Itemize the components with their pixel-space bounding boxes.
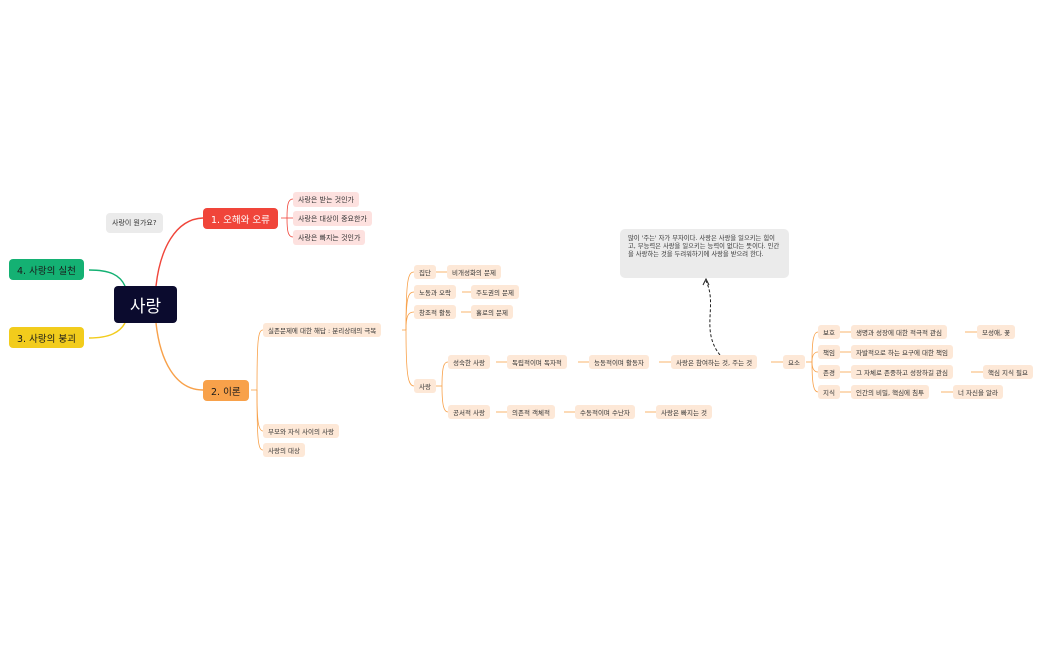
subtopic-giving[interactable]: 사랑은 참여하는 것, 주는 것 — [671, 355, 758, 369]
subtopic-symbiotic-love[interactable]: 공서적 사랑 — [448, 405, 490, 419]
callout-note[interactable]: 많이 '주는' 자가 부자이다. 사랑은 사랑을 일으키는 힘이고, 무능력은 … — [620, 229, 789, 278]
subtopic-knowledge-extra[interactable]: 너 자신을 알라 — [953, 385, 1004, 399]
subtopic-dependent[interactable]: 의존적 객체적 — [507, 405, 555, 419]
subtopic-elements[interactable]: 요소 — [783, 355, 805, 369]
subtopic-independent[interactable]: 독립적이며 독자적 — [507, 355, 567, 369]
subtopic-existential[interactable]: 실존문제에 대한 해답 : 분리상태의 극복 — [263, 323, 382, 337]
relationship-dashed-line — [705, 280, 721, 356]
branch-collapse[interactable]: 3. 사랑의 붕괴 — [9, 327, 84, 348]
branch-practice[interactable]: 4. 사랑의 실천 — [9, 259, 84, 280]
subtopic-passive[interactable]: 수동적이며 수난자 — [575, 405, 635, 419]
subtopic-element-knowledge[interactable]: 지식 — [818, 385, 840, 399]
subtopic-labor-child[interactable]: 주도권의 문제 — [471, 285, 519, 299]
floating-topic[interactable]: 사랑이 뭔가요? — [106, 213, 163, 233]
subtopic-group-child[interactable]: 비개성화의 문제 — [447, 265, 501, 279]
subtopic-respect-extra[interactable]: 핵심 지식 필요 — [983, 365, 1034, 379]
subtopic-falling[interactable]: 사랑은 빠지는 것인가 — [293, 230, 366, 245]
subtopic-element-respect[interactable]: 존경 — [818, 365, 840, 379]
connector-root-b4 — [88, 269, 126, 287]
subtopic-respect-desc[interactable]: 그 자체로 존중하고 성장하길 관심 — [851, 365, 953, 379]
subtopic-falling-in[interactable]: 사랑은 빠지는 것 — [656, 405, 712, 419]
root-topic[interactable]: 사랑 — [114, 286, 177, 323]
connector-root-b2 — [155, 322, 204, 391]
subtopic-responsibility-desc[interactable]: 자발적으로 하는 요구에 대한 책임 — [851, 345, 953, 359]
connector-root-b3 — [88, 322, 126, 339]
subtopic-knowledge-desc[interactable]: 인간의 비밀, 핵심에 침투 — [851, 385, 930, 399]
subtopic-love[interactable]: 사랑 — [414, 379, 436, 393]
subtopic-object[interactable]: 사랑은 대상이 중요한가 — [293, 211, 372, 226]
subtopic-creative-child[interactable]: 홀로의 문제 — [471, 305, 513, 319]
subtopic-creative[interactable]: 창조적 활동 — [414, 305, 456, 319]
connector-b1-children — [281, 198, 294, 238]
subtopic-parent-child[interactable]: 부모와 자식 사이의 사랑 — [263, 424, 339, 438]
connector-b2-children — [251, 271, 983, 451]
subtopic-active[interactable]: 능동적이며 활동자 — [589, 355, 649, 369]
branch-theory[interactable]: 2. 이론 — [203, 380, 249, 401]
connector-root-b1 — [155, 217, 204, 287]
subtopic-group[interactable]: 집단 — [414, 265, 436, 279]
subtopic-love-objects[interactable]: 사랑의 대상 — [263, 443, 305, 457]
subtopic-care-desc[interactable]: 생명과 성장에 대한 적극적 관심 — [851, 325, 948, 339]
subtopic-element-care[interactable]: 보호 — [818, 325, 840, 339]
subtopic-element-responsibility[interactable]: 책임 — [818, 345, 840, 359]
subtopic-care-extra[interactable]: 모성애, 꽃 — [977, 325, 1016, 339]
subtopic-labor[interactable]: 노동과 오락 — [414, 285, 456, 299]
relationship-arrowhead — [702, 277, 710, 286]
subtopic-receiving[interactable]: 사랑은 받는 것인가 — [293, 192, 359, 207]
branch-misconceptions[interactable]: 1. 오해와 오류 — [203, 208, 278, 229]
subtopic-mature-love[interactable]: 성숙한 사랑 — [448, 355, 490, 369]
